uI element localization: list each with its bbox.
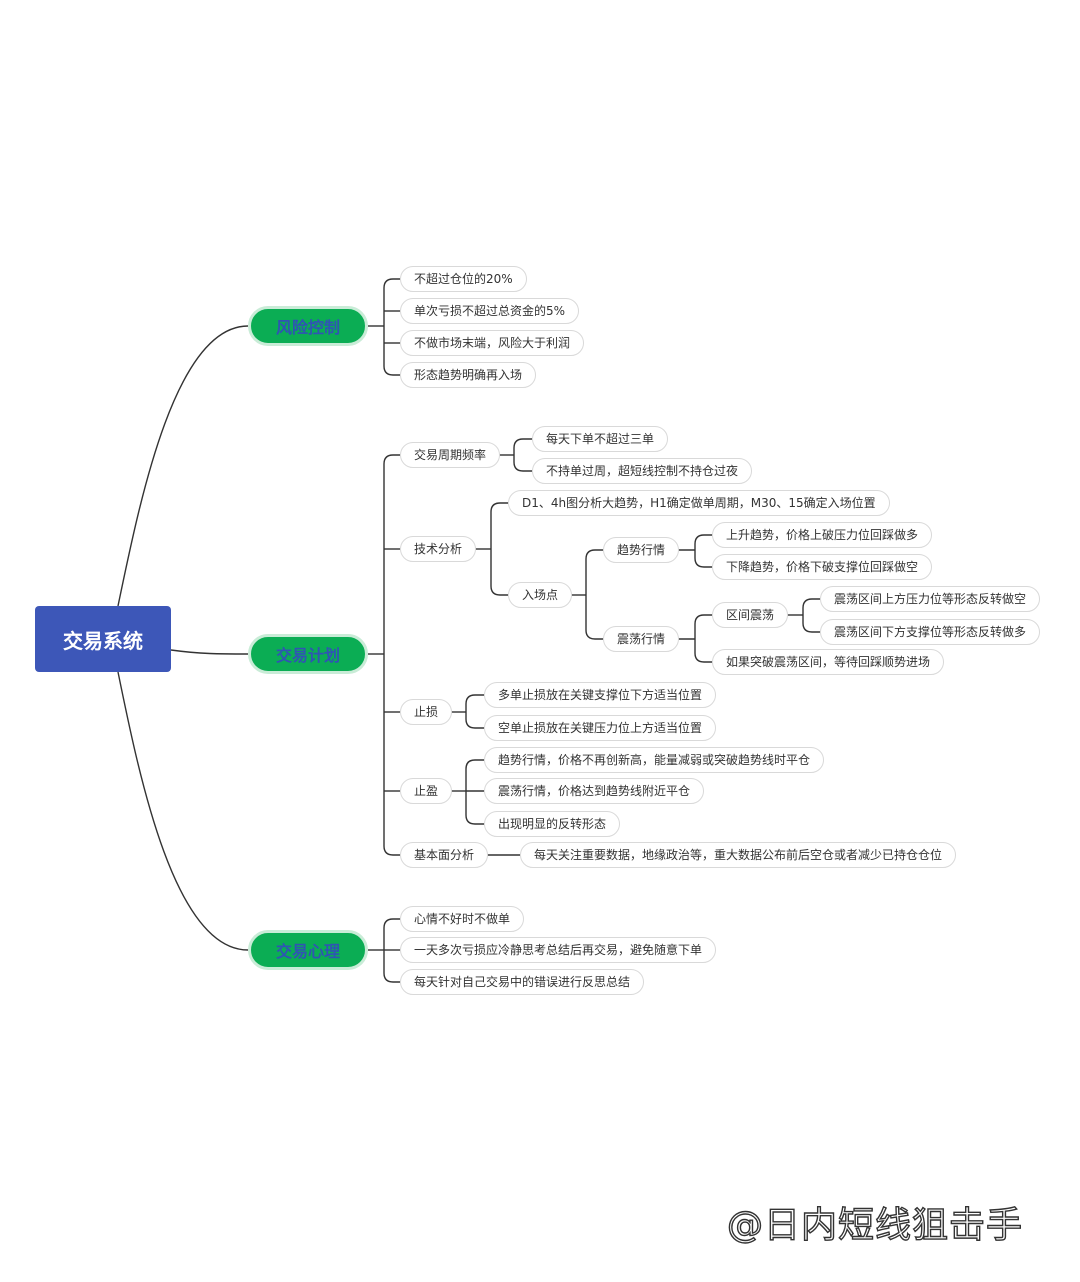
trend-item[interactable]: 上升趋势，价格上破压力位回踩做多	[712, 522, 933, 548]
risk-item[interactable]: 不做市场末端，风险大于利润	[400, 330, 585, 356]
range-zone-item[interactable]: 震荡区间上方压力位等形态反转做空	[820, 586, 1041, 612]
risk-item[interactable]: 形态趋势明确再入场	[400, 362, 537, 388]
plan-tech-node[interactable]: 技术分析	[400, 536, 477, 562]
cycle-item[interactable]: 不持单过周，超短线控制不持仓过夜	[532, 458, 753, 484]
takeprofit-item[interactable]: 震荡行情，价格达到趋势线附近平仓	[484, 778, 705, 804]
plan-cycle-node[interactable]: 交易周期频率	[400, 442, 501, 468]
trend-market-node[interactable]: 趋势行情	[603, 537, 680, 563]
psych-item[interactable]: 每天针对自己交易中的错误进行反思总结	[400, 969, 645, 995]
range-breakout-item[interactable]: 如果突破震荡区间，等待回踩顺势进场	[712, 649, 945, 675]
risk-item[interactable]: 单次亏损不超过总资金的5%	[400, 298, 580, 324]
stoploss-item[interactable]: 多单止损放在关键支撑位下方适当位置	[484, 682, 717, 708]
cycle-item[interactable]: 每天下单不超过三单	[532, 426, 669, 452]
takeprofit-item[interactable]: 出现明显的反转形态	[484, 811, 621, 837]
psych-item[interactable]: 心情不好时不做单	[400, 906, 525, 932]
range-market-node[interactable]: 震荡行情	[603, 626, 680, 652]
range-zone-item[interactable]: 震荡区间下方支撑位等形态反转做多	[820, 619, 1041, 645]
entry-point-node[interactable]: 入场点	[508, 582, 573, 608]
trend-item[interactable]: 下降趋势，价格下破支撑位回踩做空	[712, 554, 933, 580]
branch-risk-control[interactable]: 风险控制	[248, 306, 368, 346]
plan-takeprofit-node[interactable]: 止盈	[400, 778, 453, 804]
plan-fundamental-node[interactable]: 基本面分析	[400, 842, 489, 868]
stoploss-item[interactable]: 空单止损放在关键压力位上方适当位置	[484, 715, 717, 741]
risk-item[interactable]: 不超过仓位的20%	[400, 266, 527, 292]
plan-stoploss-node[interactable]: 止损	[400, 699, 453, 725]
range-zone-node[interactable]: 区间震荡	[712, 602, 789, 628]
fundamental-item[interactable]: 每天关注重要数据，地缘政治等，重大数据公布前后空仓或者减少已持仓仓位	[520, 842, 957, 868]
branch-trading-plan[interactable]: 交易计划	[248, 634, 368, 674]
psych-item[interactable]: 一天多次亏损应冷静思考总结后再交易，避免随意下单	[400, 937, 717, 963]
takeprofit-item[interactable]: 趋势行情，价格不再创新高，能量减弱或突破趋势线时平仓	[484, 747, 825, 773]
tech-overview[interactable]: D1、4h图分析大趋势，H1确定做单周期，M30、15确定入场位置	[508, 490, 890, 516]
branch-trading-psychology[interactable]: 交易心理	[248, 930, 368, 970]
root-topic[interactable]: 交易系统	[35, 606, 171, 672]
author-watermark: @日内短线狙击手	[726, 1204, 1024, 1246]
